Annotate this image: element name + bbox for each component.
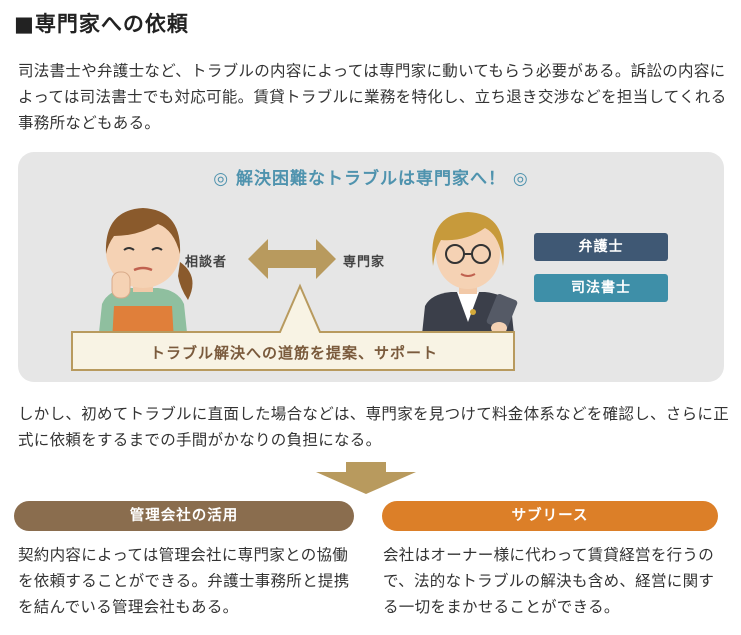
middle-paragraph: しかし、初めてトラブルに直面した場合などは、専門家を見つけて料金体系などを確認し… [18, 405, 730, 449]
option-management-company-label: 管理会社の活用 [14, 501, 354, 531]
double-arrow-icon [248, 239, 336, 279]
expert-label: 専門家 [343, 255, 386, 270]
option-management-company-text: 契約内容によっては管理会社に専門家との協働を依頼することができる。弁護士事務所と… [18, 546, 350, 616]
intro-paragraph: 司法書士や弁護士など、トラブルの内容によっては専門家に動いてもらう必要がある。訴… [18, 62, 727, 132]
tag-bengoshi: 弁護士 [534, 233, 668, 261]
panel-heading: ◎ 解決困難なトラブルは専門家へ！ ◎ [213, 169, 529, 189]
option-sublease-text: 会社はオーナー様に代わって賃貸経営を行うので、法的なトラブルの解決も含め、経営に… [383, 546, 715, 616]
tag-shiho-shoshi: 司法書士 [534, 274, 668, 302]
down-arrow-icon [316, 462, 416, 494]
callout-bubble [71, 283, 515, 371]
consultee-illustration: ? [98, 208, 193, 342]
consultee-label: 相談者 [185, 255, 228, 270]
callout-text: トラブル解決への道筋を提案、サポート [149, 344, 438, 362]
option-sublease-label: サブリース [382, 501, 718, 531]
page-title: ■専門家への依頼 [14, 12, 189, 36]
consultation-panel: ◎ 解決困難なトラブルは専門家へ！ ◎ ? 相談者 専門家 弁護士 司法書士 [18, 152, 724, 382]
